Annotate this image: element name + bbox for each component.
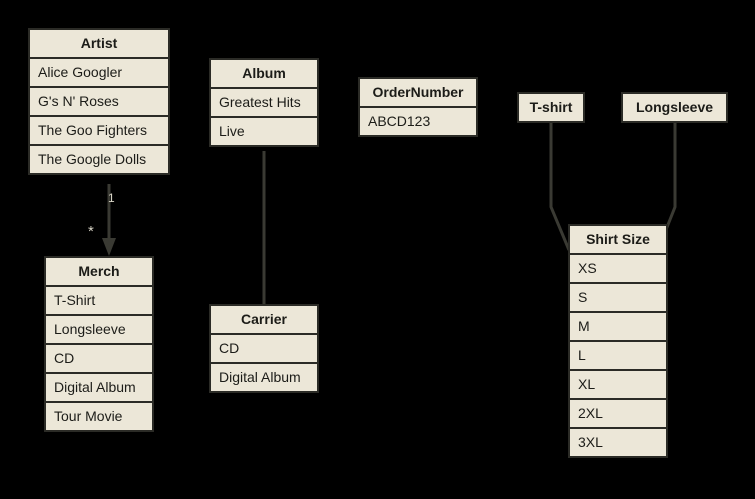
entity-shirt-size-title: Shirt Size <box>570 226 666 253</box>
entity-shirt-size-row[interactable]: 2XL <box>570 400 666 427</box>
entity-artist-row[interactable]: Alice Googler <box>30 59 168 86</box>
edge-artist-to-merch-arrowhead <box>102 238 116 256</box>
entity-order-number-row[interactable]: ABCD123 <box>360 108 476 135</box>
entity-artist-row[interactable]: G's N' Roses <box>30 88 168 115</box>
entity-shirt-size-row[interactable]: M <box>570 313 666 340</box>
edge-label-target-cardinality: * <box>88 223 94 240</box>
edge-tshirt-to-shirt-size <box>549 122 571 251</box>
entity-longsleeve-title: Longsleeve <box>623 94 726 121</box>
entity-merch-row[interactable]: Digital Album <box>46 374 152 401</box>
entity-merch[interactable]: Merch T-Shirt Longsleeve CD Digital Albu… <box>44 256 154 432</box>
entity-artist-row[interactable]: The Google Dolls <box>30 146 168 173</box>
entity-shirt-size-row[interactable]: 3XL <box>570 429 666 456</box>
entity-merch-title: Merch <box>46 258 152 285</box>
entity-carrier-title: Carrier <box>211 306 317 333</box>
entity-merch-row[interactable]: Tour Movie <box>46 403 152 430</box>
entity-album[interactable]: Album Greatest Hits Live <box>209 58 319 147</box>
entity-artist[interactable]: Artist Alice Googler G's N' Roses The Go… <box>28 28 170 175</box>
entity-shirt-size-row[interactable]: S <box>570 284 666 311</box>
entity-album-row[interactable]: Live <box>211 118 317 145</box>
entity-shirt-size-row[interactable]: XL <box>570 371 666 398</box>
entity-merch-row[interactable]: CD <box>46 345 152 372</box>
entity-carrier[interactable]: Carrier CD Digital Album <box>209 304 319 393</box>
entity-artist-title: Artist <box>30 30 168 57</box>
entity-artist-row[interactable]: The Goo Fighters <box>30 117 168 144</box>
entity-shirt-size-row[interactable]: XS <box>570 255 666 282</box>
entity-merch-row[interactable]: Longsleeve <box>46 316 152 343</box>
entity-tshirt[interactable]: T-shirt <box>517 92 585 123</box>
edge-label-source-cardinality: 1 <box>108 191 115 205</box>
entity-longsleeve[interactable]: Longsleeve <box>621 92 728 123</box>
entity-order-number[interactable]: OrderNumber ABCD123 <box>358 77 478 137</box>
entity-shirt-size[interactable]: Shirt Size XS S M L XL 2XL 3XL <box>568 224 668 458</box>
entity-merch-row[interactable]: T-Shirt <box>46 287 152 314</box>
entity-album-title: Album <box>211 60 317 87</box>
entity-order-number-title: OrderNumber <box>360 79 476 106</box>
entity-carrier-row[interactable]: CD <box>211 335 317 362</box>
entity-carrier-row[interactable]: Digital Album <box>211 364 317 391</box>
entity-tshirt-title: T-shirt <box>519 94 583 121</box>
entity-album-row[interactable]: Greatest Hits <box>211 89 317 116</box>
entity-shirt-size-row[interactable]: L <box>570 342 666 369</box>
